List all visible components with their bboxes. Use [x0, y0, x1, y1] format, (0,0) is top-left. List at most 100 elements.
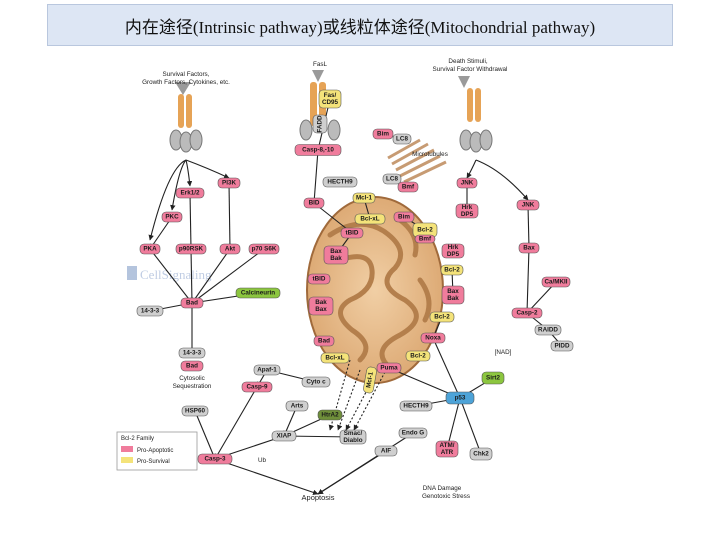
connector-pi3k-to-akt	[227, 182, 233, 250]
node-chk2: Chk2	[469, 447, 493, 461]
microtubules-label: Microtubules	[412, 151, 448, 158]
node-bmf-mid-shape	[414, 234, 436, 244]
title-banner: 内在途径(Intrinsic pathway)或线粒体途径(Mitochondr…	[47, 4, 673, 46]
node-bax-bak-r-label: Bax	[447, 288, 459, 295]
node-raidd-label: RAIDD	[538, 327, 558, 334]
node-apaf1-label: Apaf-1	[257, 367, 277, 374]
node-fas-cd95-label: CD95	[322, 99, 339, 106]
node-bid-label: BID	[309, 200, 320, 207]
node-bclxl-low-label: Bcl-xL	[325, 355, 344, 362]
connector-jnk-r-to-bax-r	[526, 204, 532, 249]
node-hecthi-low-label: HECTH9	[403, 403, 429, 410]
node-hecthi-top: HECTH9	[322, 176, 358, 188]
node-hecthi-top-label: HECTH9	[327, 179, 353, 186]
node-arts-shape	[285, 400, 309, 412]
connector-pkc-to-pka	[149, 216, 173, 250]
node-chk2-label: Chk2	[473, 451, 489, 458]
node-bclxl-top-shape	[354, 213, 386, 225]
connector-survival-fan-3	[185, 159, 230, 179]
node-apaf1-shape	[253, 364, 281, 376]
survival-receptor	[169, 82, 203, 153]
node-p53: p53	[445, 391, 475, 405]
node-camkii-shape	[541, 276, 571, 288]
node-mcl1-top-shape	[352, 192, 376, 204]
legend-pro-survival-label: Pro-Survival	[137, 459, 170, 465]
node-bak-bax-label: Bax	[315, 306, 327, 313]
node-casp3-label: Casp-3	[205, 456, 226, 463]
node-bad-shape	[180, 297, 204, 309]
annotation-labels: Survival Factors, Growth Factors, Cytoki…	[142, 58, 512, 502]
node-p53-shape	[445, 391, 475, 405]
node-bclxl-top-label: Bcl-xL	[360, 216, 379, 223]
microtubule-fibers	[387, 138, 447, 184]
node-jnk-r: JNK	[516, 199, 540, 211]
node-hrk-dp5-mid-shape	[441, 243, 465, 259]
node-p90rsk-label: p90RSK	[179, 246, 204, 253]
node-hrk-dp5-mid-label: DP5	[447, 251, 460, 258]
node-pi3k-shape	[217, 177, 241, 189]
node-bcl2-mid-shape	[440, 264, 464, 276]
node-mcl1-bottom: Mcl-1	[363, 366, 377, 394]
node-endo-g: Endo G	[398, 427, 428, 439]
node-calcineurin-label: Calcineurin	[241, 290, 275, 297]
node-noxa: Noxa	[420, 332, 446, 344]
node-p14-3-3-b-label: 14-3-3	[183, 350, 202, 357]
node-casp9-shape	[241, 381, 273, 393]
node-calcineurin: Calcineurin	[235, 287, 281, 299]
connector-p90rsk-to-bad	[189, 248, 195, 304]
node-lc8-mid-label: LC8	[386, 176, 398, 183]
node-pi3k-label: PI3K	[222, 180, 236, 187]
node-endo-g-label: Endo G	[402, 430, 424, 437]
node-bmf-top-label: Bmf	[402, 184, 415, 191]
node-camkii-label: Ca/MKII	[544, 279, 567, 286]
death-stimuli-label: Death Stimuli,	[448, 58, 487, 65]
node-hrk-dp5-mid-label: Hrk	[448, 244, 459, 251]
node-arts: Arts	[285, 400, 309, 412]
node-puma: Puma	[376, 362, 402, 374]
node-casp8-10-shape	[294, 144, 342, 156]
node-aif: AIF	[374, 445, 398, 457]
node-bax-bak-top-shape	[323, 245, 349, 265]
node-bad-seq: Bad	[180, 360, 204, 372]
connector-p70s6k-to-bad	[191, 248, 265, 304]
legend-pro-apoptotic-label: Pro-Apoptotic	[137, 448, 173, 454]
node-pkc-shape	[161, 211, 183, 223]
node-p14-3-3-label: 14-3-3	[141, 308, 160, 315]
node-bad-label: Bad	[186, 300, 198, 307]
node-tbid-2: tBID	[307, 273, 331, 285]
legend-pro-survival-swatch	[121, 457, 133, 463]
node-mcl1-bottom-label: Mcl-1	[365, 371, 375, 389]
node-fadd: FADD	[312, 114, 328, 134]
connector-hsp60-to-casp3	[194, 410, 216, 460]
connector-erk12-to-p90rsk	[188, 192, 194, 250]
node-hrk-dp5-r-label: DP5	[461, 211, 474, 218]
node-pka-label: PKA	[143, 246, 157, 253]
node-bax-r: Bax	[518, 242, 540, 254]
connector-chk2-to-p53	[459, 397, 482, 455]
node-bad-mito: Bad	[313, 335, 335, 347]
node-tbid-2-shape	[307, 273, 331, 285]
node-hecthi-low: HECTH9	[399, 400, 433, 412]
node-bclxl-top: Bcl-xL	[354, 213, 386, 225]
node-bid: BID	[303, 197, 325, 209]
node-chk2-shape	[469, 447, 493, 461]
node-calcineurin-shape	[235, 287, 281, 299]
node-atm-atr-label: ATM/	[440, 442, 455, 449]
node-pkc-label: PKC	[165, 214, 179, 221]
node-bid-shape	[303, 197, 325, 209]
node-hecthi-low-shape	[399, 400, 433, 412]
node-camkii: Ca/MKII	[541, 276, 571, 288]
survival-factors-label: Survival Factors,	[163, 71, 210, 78]
node-puma-label: Puma	[380, 365, 398, 372]
node-htra2-label: HtrA2	[321, 412, 339, 419]
connector-endo-g-to-apoptosis	[317, 432, 414, 495]
node-sirt2: Sirt2	[481, 371, 505, 385]
node-fadd-shape	[312, 114, 328, 134]
sequestration-label: Sequestration	[173, 383, 212, 390]
node-bcl2-puma-label: Bcl-2	[410, 353, 426, 360]
legend-pro-apoptotic-swatch	[121, 446, 133, 452]
apoptosis-label: Apoptosis	[302, 493, 335, 502]
